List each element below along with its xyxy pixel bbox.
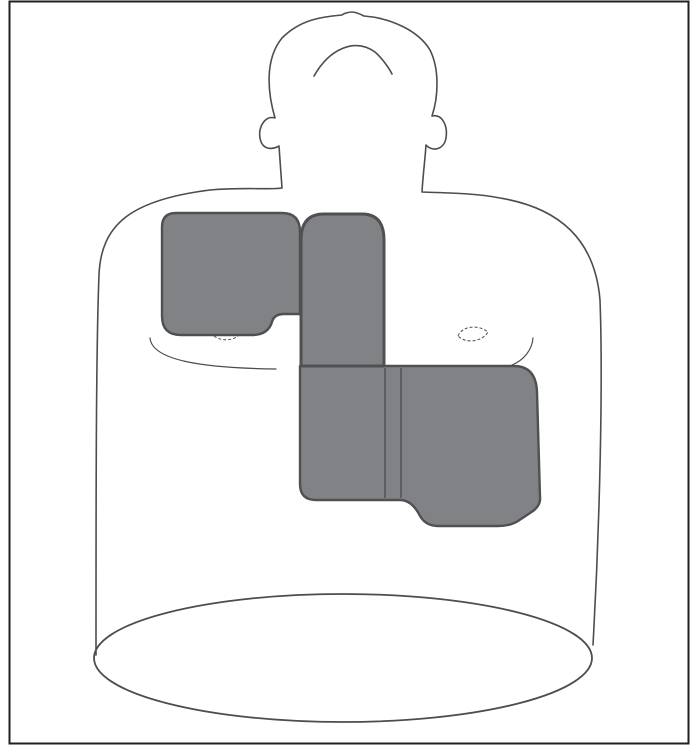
left-chest-line bbox=[149, 337, 277, 370]
body-silhouette bbox=[95, 11, 602, 656]
right-chest-line bbox=[511, 337, 534, 366]
left-nipple-mark bbox=[213, 335, 239, 341]
chin-curve bbox=[313, 44, 393, 77]
lower-right-pad bbox=[298, 364, 542, 528]
right-nipple-mark bbox=[457, 326, 489, 342]
upper-left-pad bbox=[160, 211, 302, 337]
base-ellipse bbox=[93, 593, 593, 723]
frame-border bbox=[8, 0, 690, 745]
vertical-connector-pad bbox=[299, 212, 386, 368]
